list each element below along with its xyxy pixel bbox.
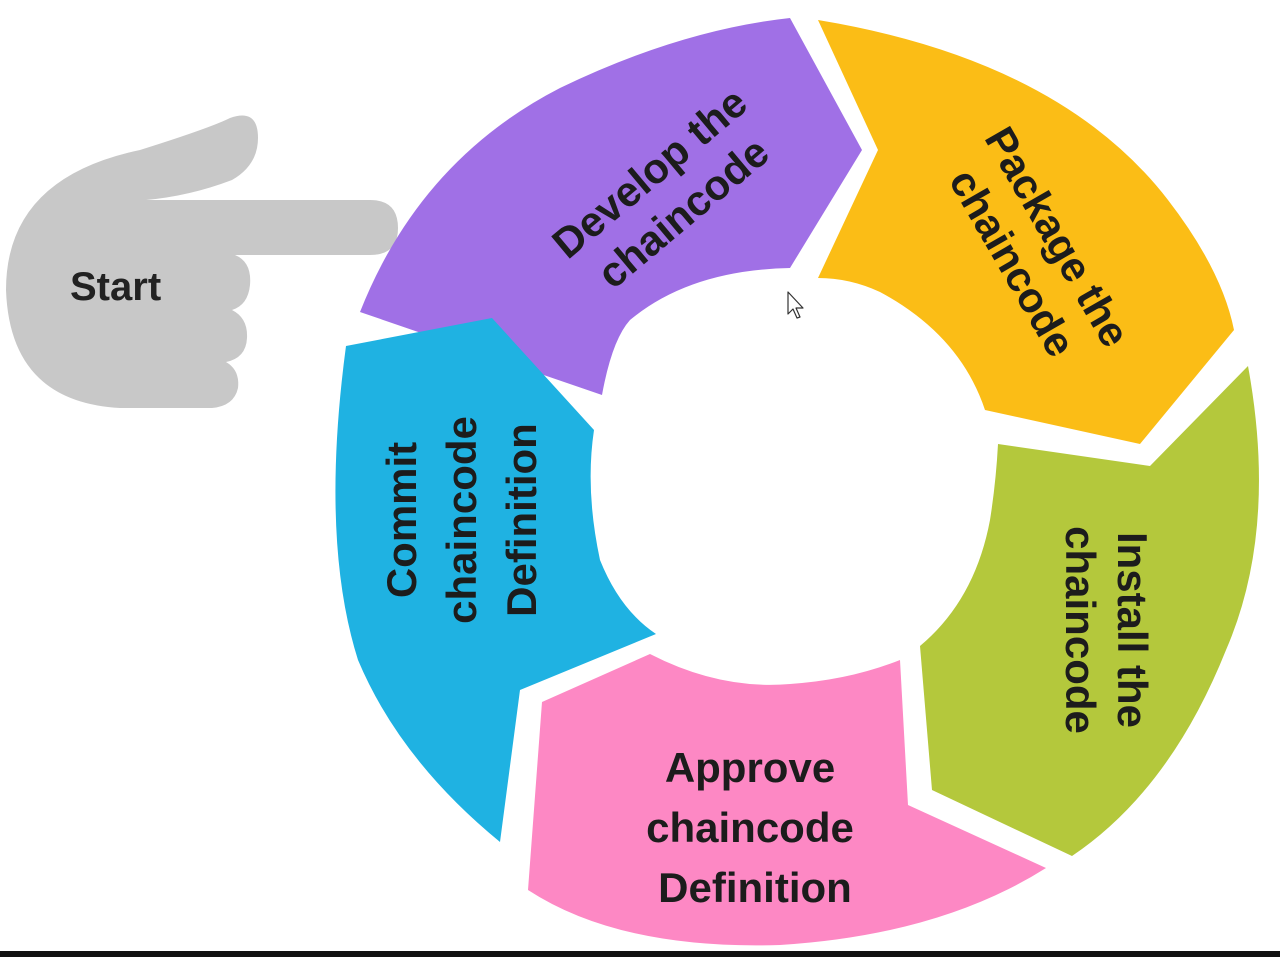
step-install-line-1: Install the (1109, 532, 1156, 728)
step-approve-line-1: Approve (665, 744, 835, 791)
step-approve-segment (528, 654, 1046, 946)
step-approve-label: Approve chaincode Definition (646, 744, 854, 911)
step-install-line-2: chaincode (1057, 526, 1104, 734)
step-commit-line-3: Definition (498, 423, 545, 617)
cycle-ring (335, 18, 1259, 946)
mouse-pointer-icon (787, 291, 804, 319)
step-develop-segment (360, 18, 862, 395)
step-install-label: Install the chaincode (1057, 526, 1156, 734)
step-approve-line-3: Definition (658, 864, 852, 911)
step-package-segment (818, 20, 1234, 444)
pointing-hand-icon (6, 115, 398, 408)
step-install-segment (920, 366, 1259, 856)
step-approve-line-2: chaincode (646, 804, 854, 851)
step-commit-segment (335, 318, 656, 842)
step-commit-line-1: Commit (378, 442, 425, 598)
step-commit-line-2: chaincode (438, 416, 485, 624)
start-label: Start (70, 265, 161, 309)
step-commit-label: Commit chaincode Definition (378, 416, 545, 624)
bottom-edge-bar (0, 951, 1280, 957)
